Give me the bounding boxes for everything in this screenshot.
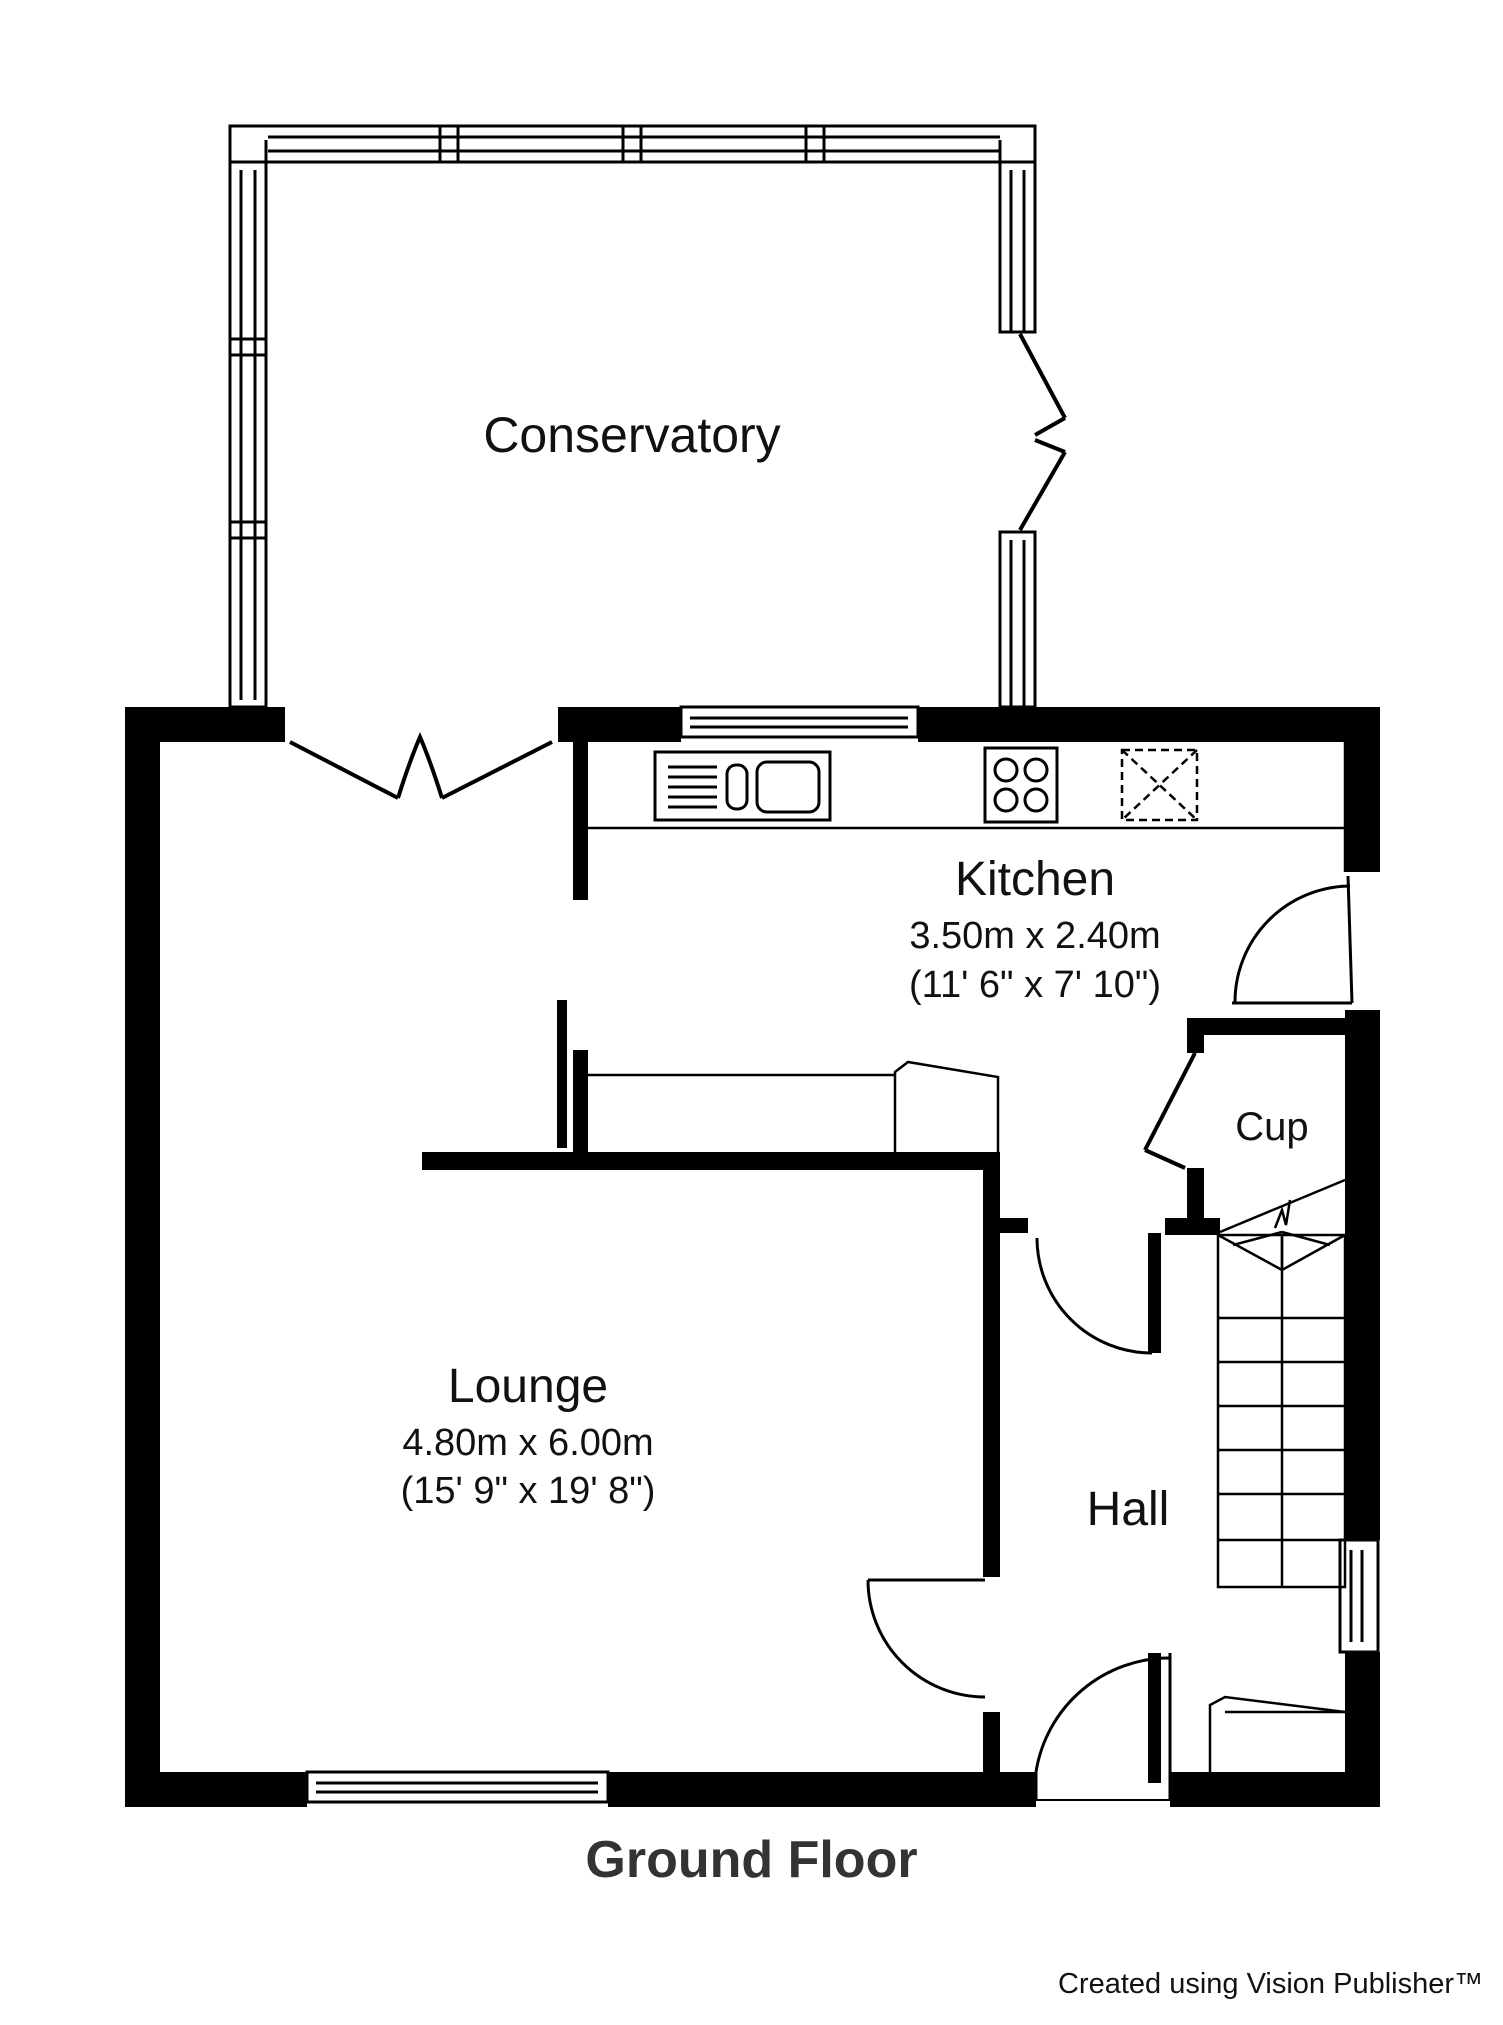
kitchen-sink-icon: [653, 750, 832, 822]
lounge-label: Lounge: [448, 1360, 608, 1413]
conservatory-label: Conservatory: [483, 407, 780, 463]
front-door: [1034, 1653, 1172, 1801]
cupboard-door: [1143, 1052, 1197, 1170]
conservatory-french-doors: [289, 731, 553, 800]
hall-kitchen-door: [1035, 1237, 1154, 1355]
hall-storage-unit: [1208, 1695, 1346, 1772]
kitchen-window: [679, 705, 920, 739]
conservatory-bifold-door: [1018, 333, 1067, 531]
kitchen-unit: [588, 1060, 1000, 1152]
kitchen-metric-dimensions: 3.50m x 2.40m: [909, 915, 1160, 957]
walls: [125, 707, 1380, 1807]
lounge-door: [866, 1578, 986, 1699]
kitchen-worktop: [588, 742, 1347, 872]
cupboard-label: Cup: [1235, 1105, 1308, 1149]
staircase: [1216, 1178, 1347, 1589]
credit-text: Created using Vision Publisher™: [1057, 1968, 1483, 2000]
hall-window: [1338, 1538, 1380, 1654]
floor-title: Ground Floor: [585, 1831, 918, 1889]
lounge-window: [305, 1770, 610, 1804]
kitchen-label: Kitchen: [955, 853, 1115, 906]
hall-label: Hall: [1087, 1483, 1170, 1536]
conservatory-frame: [228, 124, 1037, 709]
kitchen-back-door: [1232, 875, 1354, 1005]
appliance-space-icon: [1120, 748, 1199, 822]
lounge-metric-dimensions: 4.80m x 6.00m: [402, 1422, 653, 1464]
kitchen-imperial-dimensions: (11' 6" x 7' 10"): [909, 964, 1161, 1006]
hob-icon: [983, 746, 1059, 824]
lounge-imperial-dimensions: (15' 9" x 19' 8"): [401, 1470, 656, 1512]
